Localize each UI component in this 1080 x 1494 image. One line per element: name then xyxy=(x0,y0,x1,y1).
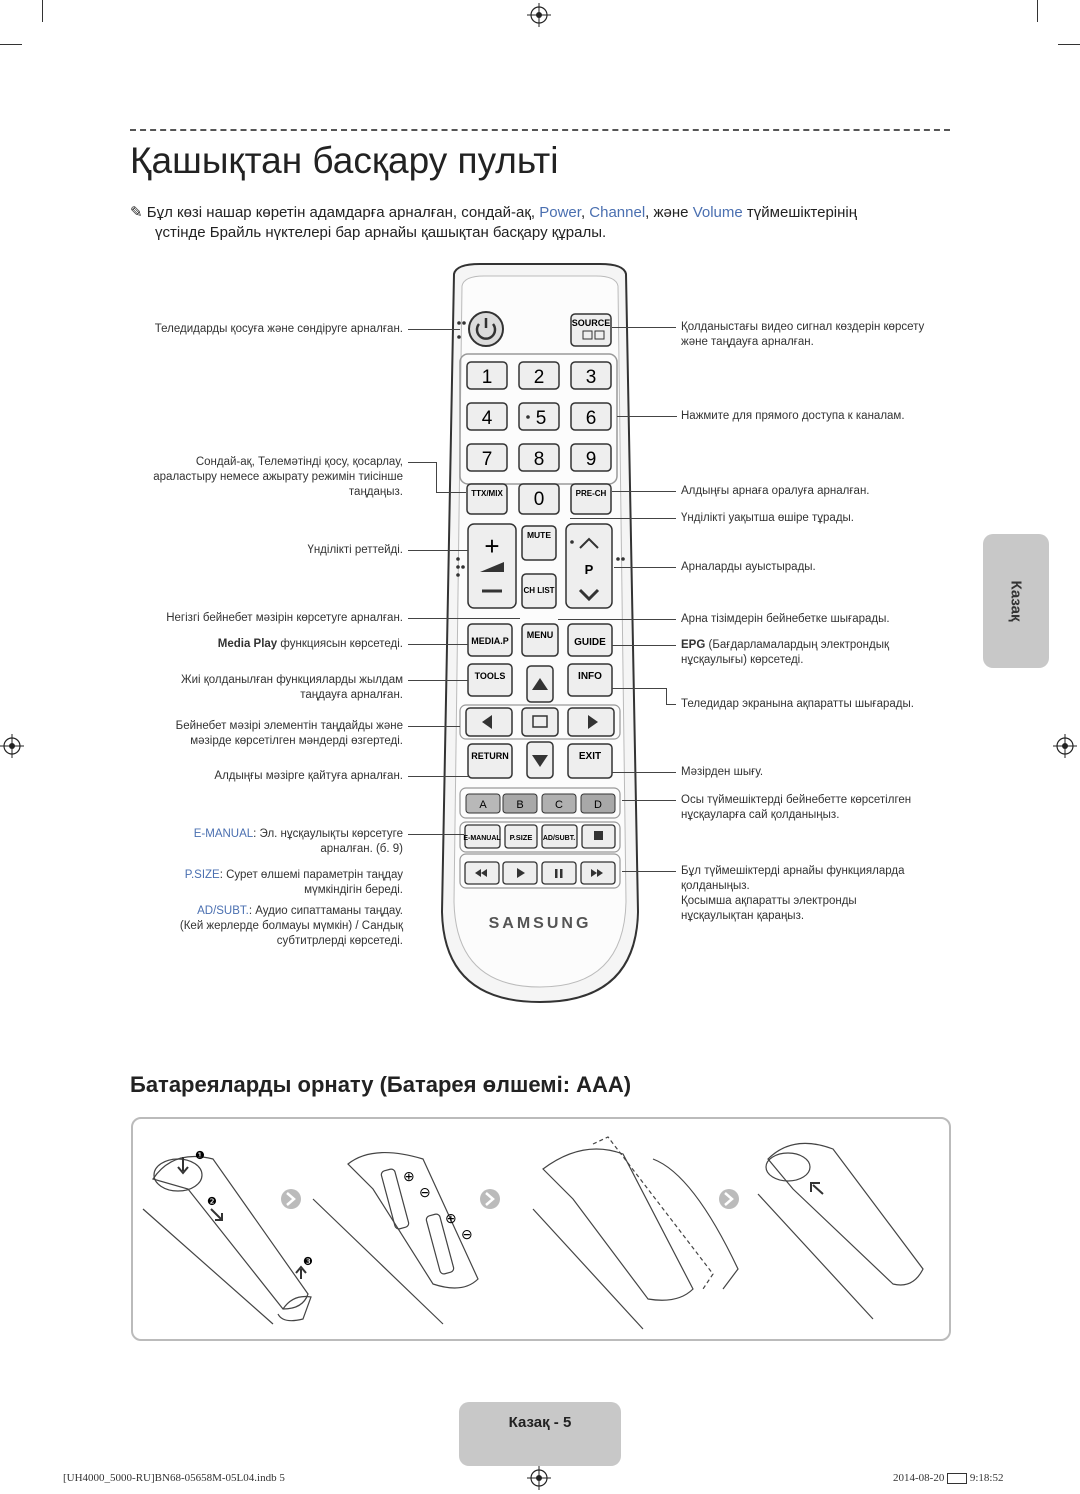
key-5: 5 xyxy=(536,408,547,429)
ttx-label: TTX/MIX xyxy=(471,489,503,498)
key-2: 2 xyxy=(534,367,545,388)
samsung-logo: SAMSUNG xyxy=(489,915,592,932)
page-number-tab: Казақ - 5 xyxy=(459,1402,621,1466)
step-3-marker: ❸ xyxy=(303,1256,313,1268)
color-key-0 xyxy=(465,793,501,814)
key-9: 9 xyxy=(586,449,597,470)
return-label: RETURN xyxy=(471,751,509,761)
label-numbers: Нажмите для прямого доступа к каналам. xyxy=(681,410,905,422)
label-channel: Арналарды ауыстырады. xyxy=(681,561,816,573)
crop-mark xyxy=(1037,0,1038,22)
svg-text:+: + xyxy=(484,531,499,561)
label-media-play: Media Play функциясын көрсетеді. xyxy=(217,638,403,650)
pencil-note-icon: ✎ xyxy=(130,204,143,221)
minus-marker-2: ⊖ xyxy=(461,1226,473,1242)
psize-label: P.SIZE xyxy=(510,833,533,842)
plus-marker-1: ⊕ xyxy=(403,1168,415,1184)
registration-mark-icon xyxy=(0,734,24,758)
crop-mark xyxy=(42,0,43,22)
note-volume: Volume xyxy=(692,204,743,221)
label-teletext: Сондай-ақ, Телемәтінді қосу, қосарлау,ар… xyxy=(153,456,403,498)
adsubt-label: AD/SUBT. xyxy=(543,835,575,842)
tools-label: TOOLS xyxy=(475,671,506,681)
plus-marker-2: ⊕ xyxy=(445,1210,457,1226)
exit-label: EXIT xyxy=(579,751,601,762)
key-1: 1 xyxy=(482,367,493,388)
label-menu: Негізгі бейнебет мәзірін көрсетуге арнал… xyxy=(166,612,403,624)
key-0: 0 xyxy=(534,489,545,510)
key-7: 7 xyxy=(482,449,493,470)
emanual-label: E-MANUAL xyxy=(463,835,501,842)
key-3: 3 xyxy=(586,367,597,388)
step-2-marker: ❷ xyxy=(207,1196,217,1208)
color-key-c: C xyxy=(555,799,563,811)
menu-label: MENU xyxy=(527,630,554,640)
intro-note: ✎ Бұл көзі нашар көретін адамдарға арнал… xyxy=(130,204,858,241)
guide-label: GUIDE xyxy=(574,637,606,648)
battery-steps-panel xyxy=(131,1117,951,1341)
color-key-a: A xyxy=(479,799,487,811)
key-4: 4 xyxy=(482,408,493,429)
color-key-3 xyxy=(580,793,616,814)
info-label: INFO xyxy=(578,671,602,682)
crop-mark xyxy=(0,44,22,45)
remote-control-illustration: SOURCE 1 2 3 4 5 6 7 8 9 TTX/MIX 0 PRE-C… xyxy=(440,263,640,1004)
note-text: Бұл көзі нашар көретін адамдарға арналға… xyxy=(146,204,536,221)
registration-mark-icon xyxy=(527,1466,551,1490)
label-adsubt: AD/SUBT.: Аудио сипаттаманы таңдау.(Кей … xyxy=(179,905,403,947)
color-key-1 xyxy=(502,793,538,814)
media-label: MEDIA.P xyxy=(471,636,509,646)
language-side-tab: Казақ xyxy=(983,534,1049,668)
label-prech: Алдыңғы арнаға оралуға арналған. xyxy=(681,485,870,497)
label-volume: Үнділікті реттейді. xyxy=(307,544,403,556)
key-8: 8 xyxy=(534,449,545,470)
label-power: Теледидарды қосуға және сөндіруге арналғ… xyxy=(154,323,403,335)
label-color-keys: Осы түймешіктерді бейнебетте көрсетілген… xyxy=(681,794,912,821)
label-chlist: Арна тізімдерін бейнебетке шығарады. xyxy=(681,613,890,625)
prech-label: PRE-CH xyxy=(576,489,607,498)
note-and: және xyxy=(653,204,689,221)
note-power: Power xyxy=(539,204,581,221)
registration-mark-icon xyxy=(527,3,551,27)
footer-timestamp: 2014-08-20 9:18:52 xyxy=(893,1472,1004,1484)
label-mute: Үнділікті уақытша өшіре тұрады. xyxy=(681,512,854,524)
source-button-label: SOURCE xyxy=(572,318,611,328)
page-title: Қашықтан басқару пульті xyxy=(130,140,559,181)
mute-label: MUTE xyxy=(527,530,551,540)
label-exit: Мәзірден шығу. xyxy=(681,766,764,778)
label-source: Қолданыстағы видео сигнал көздерін көрсе… xyxy=(681,321,925,348)
label-info: Теледидар экранына ақпаратты шығарады. xyxy=(681,698,914,710)
p-label: P xyxy=(585,562,594,577)
note-channel: Channel xyxy=(589,204,646,221)
note-text-2: түймешіктерінің xyxy=(746,204,858,221)
battery-steps-illustration: ❶ ❷ ❸ ⊕ ⊖ ⊕ ⊖ xyxy=(142,1136,924,1330)
battery-heading: Батареяларды орнату (Батарея өлшемі: AAA… xyxy=(130,1072,632,1097)
color-key-d: D xyxy=(594,799,602,811)
crop-mark xyxy=(1058,44,1080,45)
key-6: 6 xyxy=(586,408,597,429)
chlist-label: CH LIST xyxy=(523,586,554,595)
note-line-2: үстінде Брайль нүктелері бар арнайы қашы… xyxy=(155,224,607,241)
color-key-b: B xyxy=(516,799,523,811)
color-key-2 xyxy=(541,793,577,814)
number-keys: 1 2 3 4 5 6 7 8 9 xyxy=(466,361,612,472)
dashed-rule xyxy=(130,129,950,131)
registration-mark-icon xyxy=(1053,734,1077,758)
step-1-marker: ❶ xyxy=(195,1150,205,1162)
footer-file: [UH4000_5000-RU]BN68-05658M-05L04.indb 5 xyxy=(63,1472,285,1484)
minus-marker-1: ⊖ xyxy=(419,1184,431,1200)
label-return: Алдыңғы мәзірге қайтуға арналған. xyxy=(214,770,403,782)
